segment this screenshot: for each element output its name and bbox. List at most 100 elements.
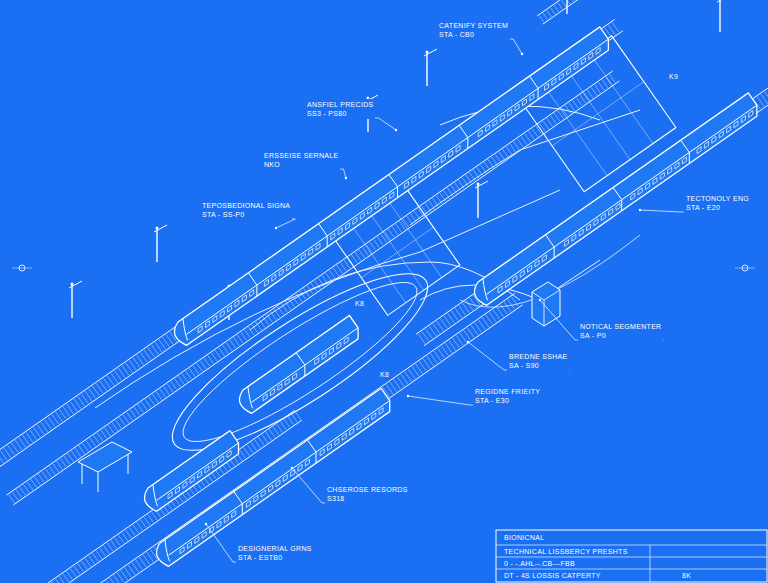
sleeper bbox=[359, 250, 365, 258]
sleeper bbox=[453, 338, 460, 348]
sleeper bbox=[118, 535, 124, 543]
sleeper bbox=[456, 335, 463, 345]
sleeper bbox=[481, 165, 487, 173]
sleeper bbox=[506, 147, 512, 155]
window bbox=[344, 337, 348, 344]
shelter-post bbox=[98, 472, 99, 492]
sleeper bbox=[145, 399, 151, 407]
sleeper bbox=[370, 242, 376, 250]
sleeper bbox=[475, 323, 482, 333]
label-holder: K9 bbox=[667, 72, 680, 81]
sleeper bbox=[300, 291, 306, 299]
sleeper bbox=[550, 8, 555, 15]
window bbox=[372, 413, 376, 420]
sleeper bbox=[429, 201, 435, 209]
sleeper bbox=[482, 317, 489, 327]
sleeper bbox=[226, 343, 232, 351]
label-text: DT - 4S LOSSIS CATPERTY bbox=[504, 571, 601, 580]
sleeper bbox=[59, 576, 65, 583]
sleeper bbox=[293, 296, 299, 304]
car-joint bbox=[304, 365, 305, 376]
sleeper bbox=[486, 315, 493, 325]
leader-line bbox=[437, 39, 522, 54]
leader-line bbox=[468, 342, 569, 370]
sleeper bbox=[115, 371, 122, 381]
callout-text: ANSFIEL PRECIDS bbox=[307, 100, 373, 109]
shelter-roof bbox=[78, 442, 132, 472]
pole-arm bbox=[424, 49, 437, 56]
sleeper bbox=[344, 260, 350, 268]
sleeper bbox=[208, 356, 214, 364]
sleeper bbox=[237, 335, 243, 343]
car-joint bbox=[307, 440, 316, 452]
sleeper bbox=[42, 472, 48, 480]
sleeper bbox=[100, 548, 106, 556]
sleeper bbox=[159, 340, 166, 350]
window bbox=[564, 239, 568, 246]
pole bbox=[71, 284, 72, 318]
roof-line bbox=[180, 29, 597, 321]
sleeper bbox=[79, 446, 85, 454]
sleeper bbox=[288, 417, 294, 425]
sleeper bbox=[447, 188, 453, 196]
window bbox=[682, 157, 686, 164]
car-joint bbox=[459, 125, 468, 137]
sleeper bbox=[247, 445, 253, 453]
sleeper bbox=[267, 314, 273, 322]
platform-grid bbox=[552, 82, 644, 146]
sleeper bbox=[128, 565, 135, 575]
window bbox=[270, 389, 274, 396]
window bbox=[515, 104, 519, 111]
window bbox=[638, 188, 642, 195]
sleeper bbox=[8, 445, 15, 455]
sleeper bbox=[510, 144, 516, 152]
sleeper bbox=[116, 420, 122, 428]
window bbox=[697, 147, 701, 154]
window bbox=[180, 547, 184, 554]
sleeper bbox=[434, 351, 441, 361]
car-joint bbox=[538, 88, 539, 99]
callout: TEPOSBEDIONAL SIGNASTA - SS-P0 bbox=[200, 200, 292, 220]
window bbox=[212, 461, 216, 468]
sleeper bbox=[363, 247, 369, 255]
sleeper bbox=[394, 379, 401, 389]
window bbox=[631, 193, 635, 200]
sleeper bbox=[761, 94, 768, 104]
sleeper bbox=[451, 311, 458, 321]
label-text: 8K bbox=[682, 571, 691, 580]
sleeper bbox=[85, 391, 92, 401]
sleeper bbox=[52, 414, 59, 424]
sleeper bbox=[403, 219, 409, 227]
catenary-pole bbox=[424, 49, 437, 86]
sleeper bbox=[70, 569, 76, 577]
callout-text: DESIGNERIAL GRNS bbox=[238, 544, 312, 553]
window bbox=[298, 464, 302, 471]
window bbox=[320, 449, 324, 456]
sleeper bbox=[489, 312, 496, 322]
window bbox=[596, 47, 600, 54]
sleeper bbox=[33, 427, 40, 437]
sleeper bbox=[140, 352, 147, 362]
sleeper bbox=[15, 440, 22, 450]
mark-line bbox=[12, 268, 32, 269]
window bbox=[187, 542, 191, 549]
window bbox=[338, 228, 342, 235]
sleeper bbox=[46, 469, 52, 477]
sleeper bbox=[143, 555, 150, 565]
rail-track bbox=[537, 0, 768, 24]
sleeper bbox=[141, 402, 147, 410]
sleeper bbox=[171, 381, 177, 389]
window bbox=[390, 192, 394, 199]
building-box bbox=[532, 282, 560, 326]
window bbox=[542, 255, 546, 262]
window bbox=[220, 310, 224, 317]
window bbox=[493, 120, 497, 127]
sleeper bbox=[416, 364, 423, 374]
roof-edge bbox=[157, 443, 239, 500]
title-rule bbox=[496, 557, 767, 558]
callout-text: TEPOSBEDIONAL SIGNA bbox=[202, 201, 290, 210]
sleeper bbox=[132, 562, 139, 572]
sleeper bbox=[573, 100, 579, 108]
callout-text: STA - CB0 bbox=[439, 30, 508, 39]
